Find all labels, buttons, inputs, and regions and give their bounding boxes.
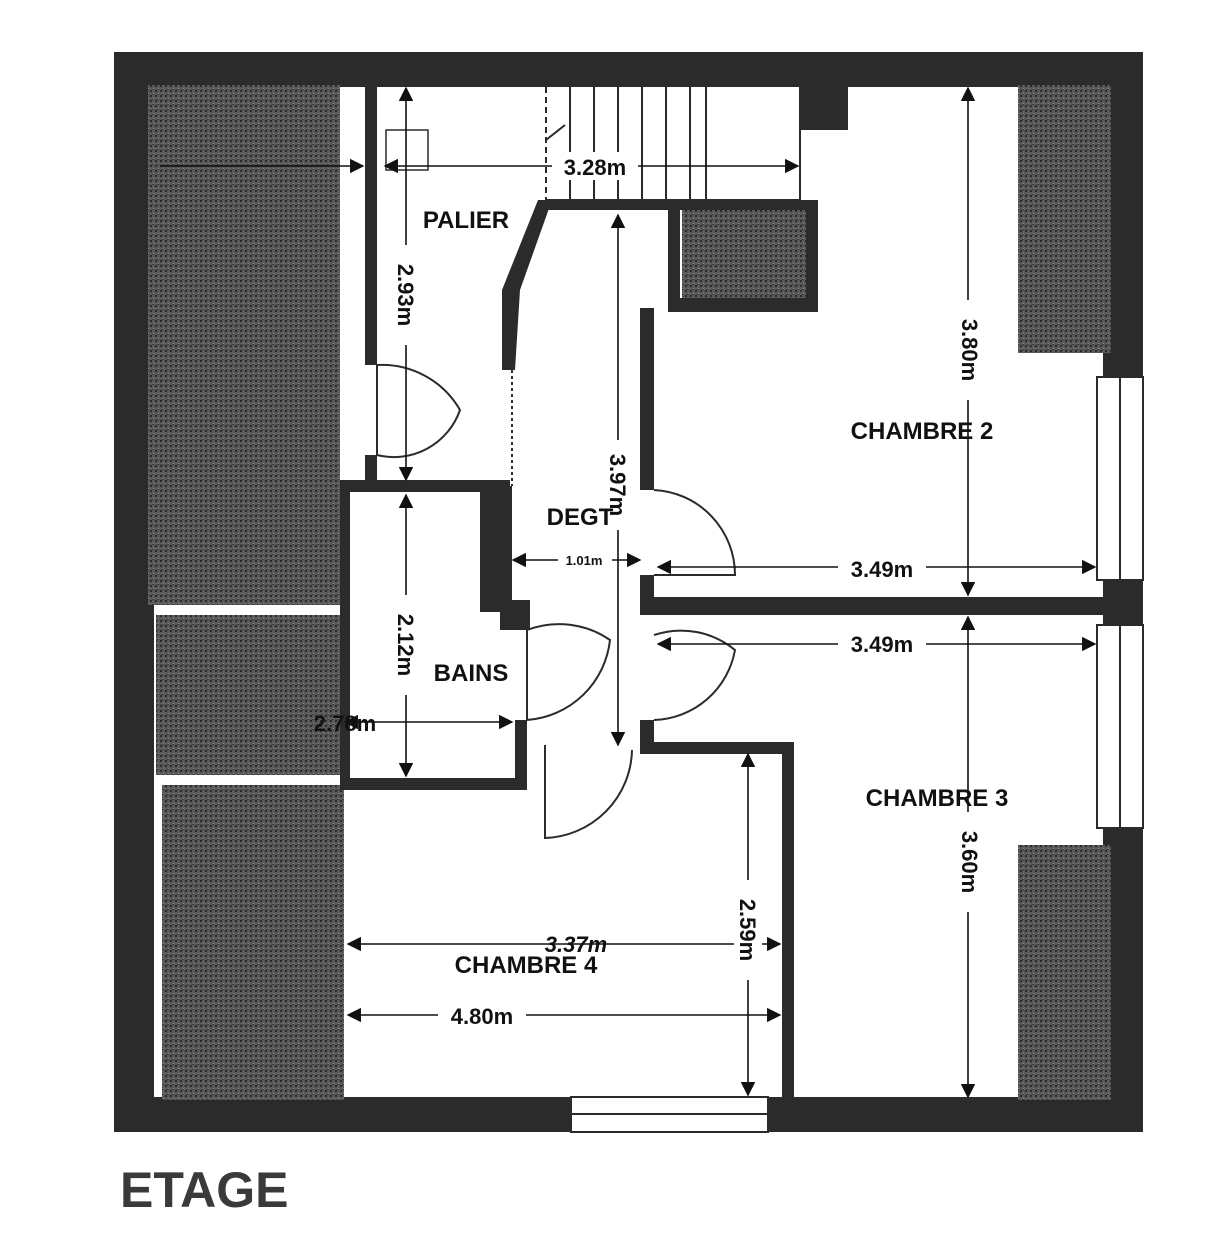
dim-ch4-width-a: 3.37m [545, 932, 607, 957]
dim-palier-depth: 2.93m [393, 264, 418, 326]
room-label-chambre4: CHAMBRE 4 [455, 952, 598, 979]
floor-title: ETAGE [120, 1162, 289, 1218]
dim-ch2-depth: 3.80m [957, 319, 982, 381]
dimension-labels: 3.28m 2.93m 3.97m 1.01m 3.49m 3.80m 3.49… [314, 152, 983, 1030]
room-label-degt: DEGT [547, 504, 614, 531]
room-labels: PALIER DEGT BAINS CHAMBRE 2 CHAMBRE 3 CH… [423, 207, 1008, 979]
windows [570, 376, 1144, 1133]
dim-ch3-width: 3.49m [851, 632, 913, 657]
dim-ch4-depth: 2.59m [735, 899, 760, 961]
staircase [385, 87, 801, 201]
dim-ch3-depth: 3.60m [957, 831, 982, 893]
dim-ch4-width-b: 4.80m [451, 1004, 513, 1029]
roof-slope-zones [148, 85, 1111, 1100]
room-label-chambre2: CHAMBRE 2 [851, 418, 994, 445]
room-label-palier: PALIER [423, 207, 509, 234]
interior-walls [340, 85, 1104, 1100]
room-label-bains: BAINS [434, 660, 509, 687]
dim-bains-depth: 2.12m [393, 614, 418, 676]
dim-degt-width: 1.01m [566, 553, 603, 568]
dim-bains-width: 2.78m [314, 711, 376, 736]
dim-ch2-width: 3.49m [851, 557, 913, 582]
dim-palier-width: 3.28m [564, 155, 626, 180]
room-label-chambre3: CHAMBRE 3 [866, 785, 1009, 812]
dim-degt-length: 3.97m [605, 454, 630, 516]
